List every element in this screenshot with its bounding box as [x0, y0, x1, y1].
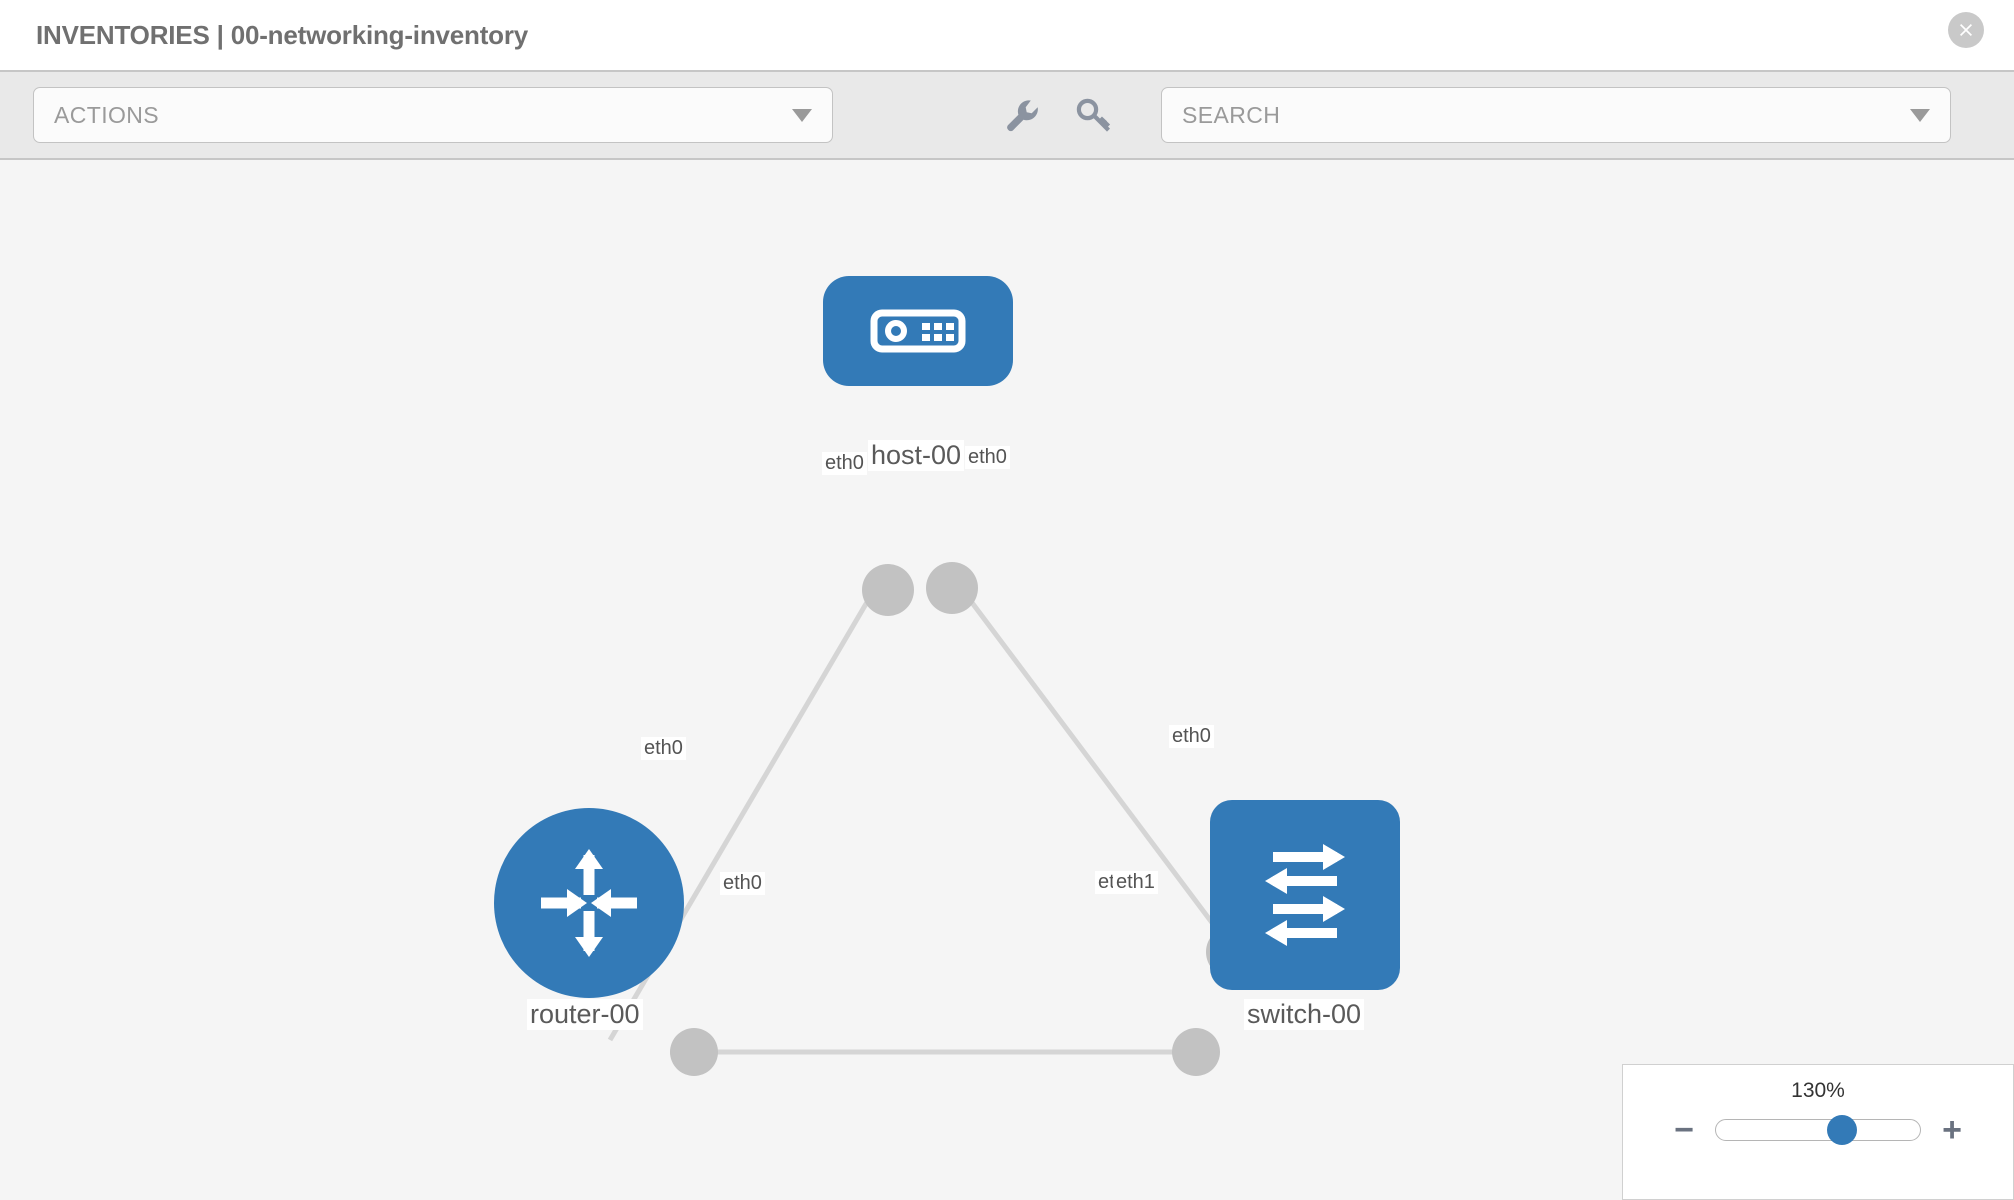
server-icon: [870, 309, 966, 353]
zoom-control-panel: 130% − +: [1622, 1064, 2014, 1200]
iface-dot-router-right[interactable]: [670, 1028, 718, 1076]
node-label-router-00: router-00: [527, 999, 643, 1030]
chevron-down-icon: [1910, 108, 1930, 122]
node-switch-00[interactable]: [1210, 800, 1400, 990]
iface-dot-host-right[interactable]: [926, 562, 978, 614]
zoom-in-button[interactable]: +: [1942, 1111, 1962, 1149]
node-host-00[interactable]: [823, 276, 1013, 386]
zoom-level-value: 130%: [1791, 1079, 1845, 1102]
router-icon-wrap: [494, 808, 684, 998]
iface-label-switch-left-eth1: eth1: [1113, 871, 1158, 894]
iface-label-host-right: eth0: [965, 446, 1010, 469]
switch-icon-wrap: [1210, 800, 1400, 990]
node-label-host-00: host-00: [868, 440, 965, 471]
zoom-slider-row: − +: [1671, 1113, 1965, 1147]
zoom-slider-track[interactable]: [1715, 1115, 1921, 1145]
toolbar-icons: [1003, 96, 1113, 134]
iface-label-router-right: eth0: [720, 872, 765, 895]
actions-dropdown-label: ACTIONS: [54, 101, 160, 128]
search-placeholder-label: SEARCH: [1182, 101, 1281, 128]
search-input[interactable]: SEARCH: [1161, 87, 1951, 143]
iface-label-switch-uplink: eth0: [1169, 725, 1214, 748]
close-icon[interactable]: [1948, 12, 1984, 48]
chevron-down-icon: [792, 108, 812, 122]
router-arrows-icon: [541, 849, 637, 957]
topology-canvas[interactable]: host-00 router-00 switch-00 eth0 eth0 et…: [0, 160, 2014, 1200]
iface-dot-switch-left[interactable]: [1172, 1028, 1220, 1076]
key-icon[interactable]: [1075, 96, 1113, 134]
close-x-glyph: [1960, 24, 1972, 36]
page-header: INVENTORIES | 00-networking-inventory: [0, 0, 2014, 70]
edge-host-switch[interactable]: [953, 578, 1242, 962]
node-router-00[interactable]: [494, 808, 684, 998]
toolbar: ACTIONS SEARCH: [0, 70, 2014, 160]
actions-dropdown[interactable]: ACTIONS: [33, 87, 833, 143]
iface-dot-host-left[interactable]: [862, 564, 914, 616]
switch-arrows-icon: [1265, 844, 1345, 946]
page-title: INVENTORIES | 00-networking-inventory: [36, 19, 529, 50]
iface-label-router-uplink: eth0: [641, 737, 686, 760]
wrench-icon[interactable]: [1003, 96, 1041, 134]
zoom-out-button[interactable]: −: [1674, 1111, 1694, 1149]
node-label-switch-00: switch-00: [1244, 999, 1365, 1030]
iface-label-host-left: eth0: [822, 452, 867, 475]
zoom-slider-thumb[interactable]: [1827, 1115, 1858, 1145]
host-icon-wrap: [823, 276, 1013, 386]
